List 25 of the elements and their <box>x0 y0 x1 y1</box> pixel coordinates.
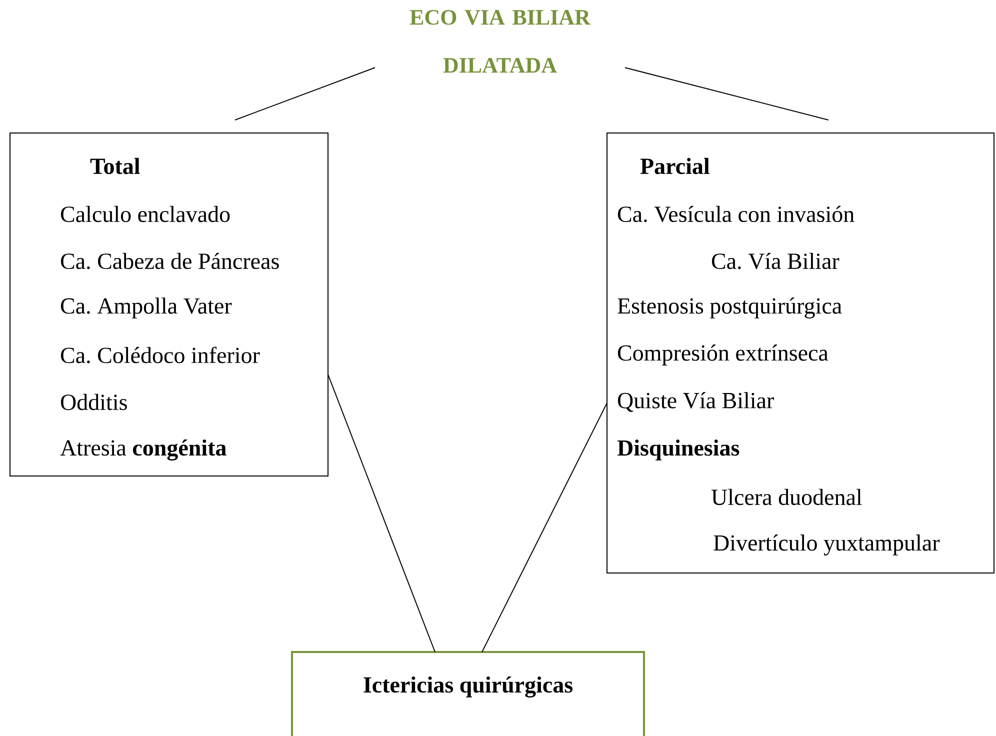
list-item: Ulcera duodenal <box>712 488 862 506</box>
list-item: Ca. Vía Biliar <box>712 252 840 270</box>
list-item: Ca. Ampolla Vater <box>60 298 232 318</box>
list-box <box>606 132 994 574</box>
connector-line <box>234 67 376 120</box>
heading: Disquinesias <box>617 440 740 460</box>
list-item: Odditis <box>60 394 127 410</box>
connector-line <box>624 67 829 120</box>
list-item: Ca. Colédoco inferior <box>60 346 260 364</box>
list-item: Ca. Vesícula con invasión <box>618 206 854 222</box>
result-box <box>291 651 645 736</box>
heading: Total <box>90 158 140 174</box>
connector-line <box>328 374 436 652</box>
list-item: Ca. Cabeza de Páncreas <box>60 252 279 270</box>
list-item: Compresión extrínseca <box>618 344 828 366</box>
title-text: ECO VIA BILIAR DILATADA <box>410 10 591 73</box>
list-box <box>10 132 328 476</box>
heading: Parcial <box>640 158 710 174</box>
list-item: Divertículo yuxtampular <box>714 534 940 556</box>
heading: Ictericias quirúrgicas <box>364 676 573 698</box>
connector-line <box>482 402 608 652</box>
list-item: Calculo enclavado <box>60 206 230 222</box>
list-item: Estenosis postquirúrgica <box>618 298 842 318</box>
list-item: Quiste Vía Biliar <box>618 392 774 412</box>
list-item: Atresia congénita <box>60 439 226 461</box>
